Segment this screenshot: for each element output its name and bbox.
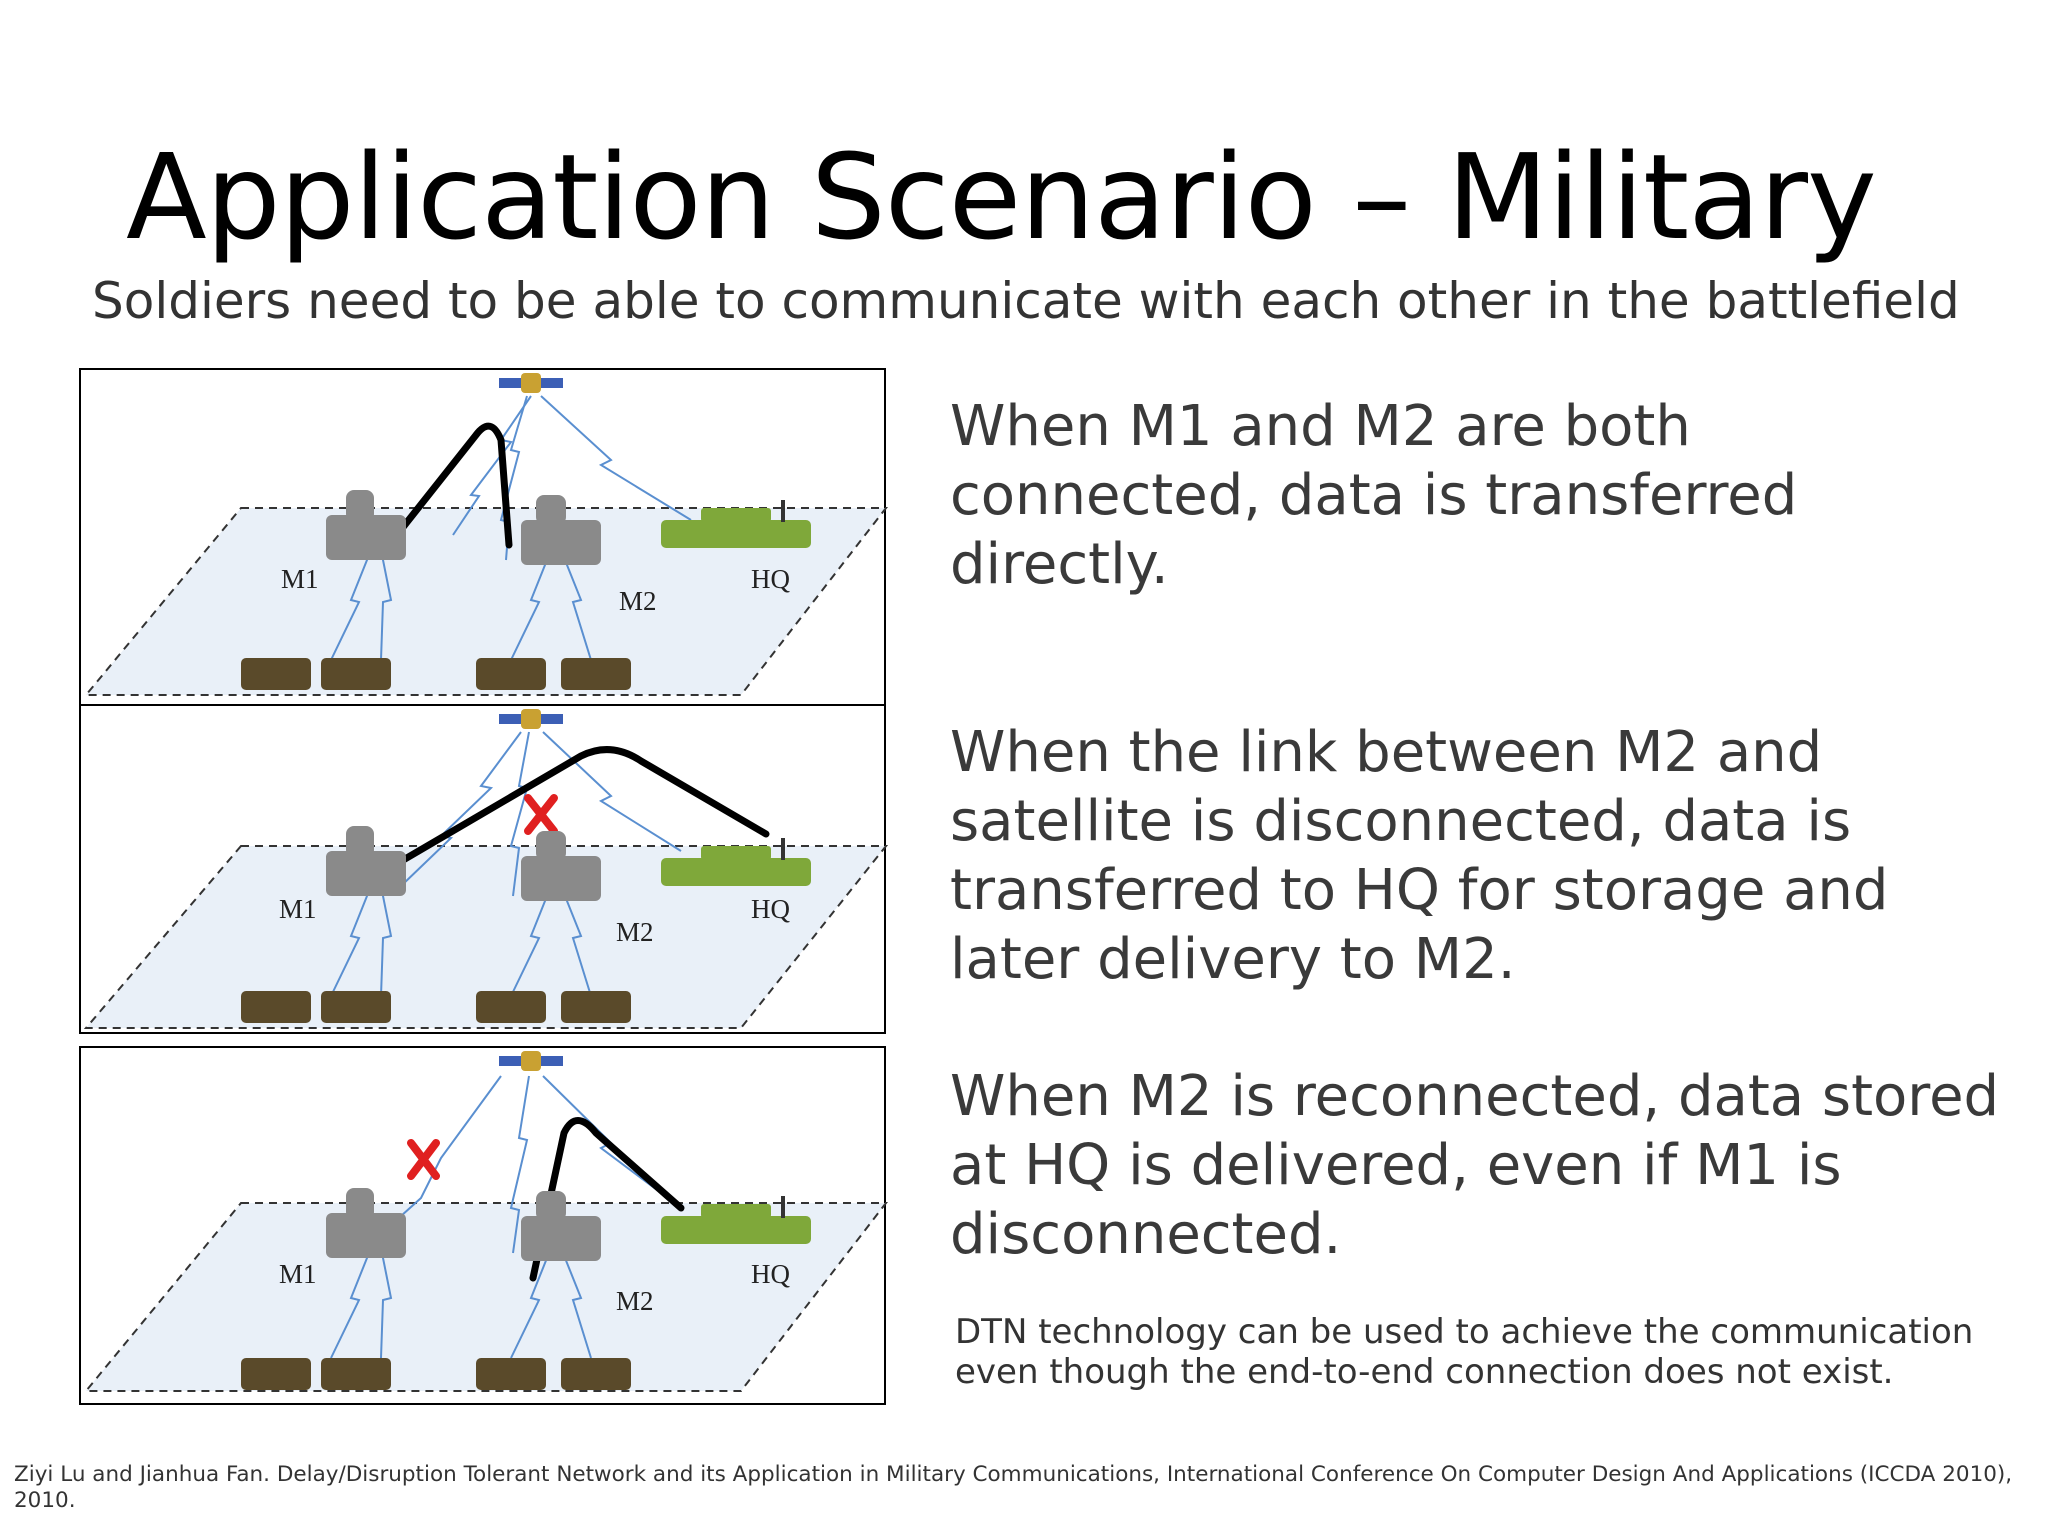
m2-vehicle-icon: [521, 1191, 601, 1261]
m1-label: M1: [279, 1259, 317, 1289]
description-delivery-from-hq: When M2 is reconnected, data stored at H…: [950, 1064, 2000, 1267]
satellite-icon: [499, 1051, 563, 1071]
data-path: [529, 1117, 685, 1282]
battlefield-ground: [83, 1202, 888, 1392]
scenario-panel-2: M1 M2 HQ: [79, 704, 888, 1034]
m1-vehicle-icon: [326, 1188, 406, 1258]
satellite-icon: [499, 709, 563, 729]
hq-vehicle-icon: [661, 1196, 811, 1244]
hq-vehicle-icon: [661, 838, 811, 886]
battlefield-ground: [83, 845, 888, 1029]
disconnect-cross-icon: [407, 1139, 440, 1180]
m1-vehicle-icon: [326, 490, 406, 560]
m2-label: M2: [619, 586, 657, 616]
data-path: [389, 746, 770, 870]
citation: Ziyi Lu and Jianhua Fan. Delay/Disruptio…: [14, 1462, 2013, 1513]
scenario-panel-1: M1 M2 HQ: [79, 368, 888, 706]
data-path: [377, 422, 513, 559]
hq-vehicle-icon: [661, 500, 811, 548]
truck-icons: [241, 1358, 631, 1390]
m1-label: M1: [281, 564, 319, 594]
m2-label: M2: [616, 917, 654, 947]
m1-label: M1: [279, 894, 317, 924]
slide-subtitle: Soldiers need to be able to communicate …: [92, 272, 1960, 330]
truck-icons: [241, 658, 631, 690]
m1-vehicle-icon: [326, 826, 406, 896]
description-store-at-hq: When the link between M2 and satellite i…: [950, 720, 1889, 992]
hq-label: HQ: [751, 894, 790, 924]
slide-title: Application Scenario – Military: [126, 128, 1877, 266]
hq-label: HQ: [751, 1259, 790, 1289]
m2-vehicle-icon: [521, 495, 601, 565]
satellite-icon: [499, 373, 563, 393]
dtn-note: DTN technology can be used to achieve th…: [955, 1312, 1974, 1392]
m2-vehicle-icon: [521, 831, 601, 901]
m2-label: M2: [616, 1286, 654, 1316]
scenario-panel-3: M1 M2 HQ: [79, 1046, 888, 1405]
disconnect-cross-icon: [524, 794, 558, 835]
radio-links: [330, 395, 692, 661]
description-direct-transfer: When M1 and M2 are both connected, data …: [950, 394, 1798, 597]
truck-icons: [241, 991, 631, 1023]
radio-links: [330, 731, 682, 997]
battlefield-ground: [83, 507, 888, 696]
hq-label: HQ: [751, 564, 790, 594]
